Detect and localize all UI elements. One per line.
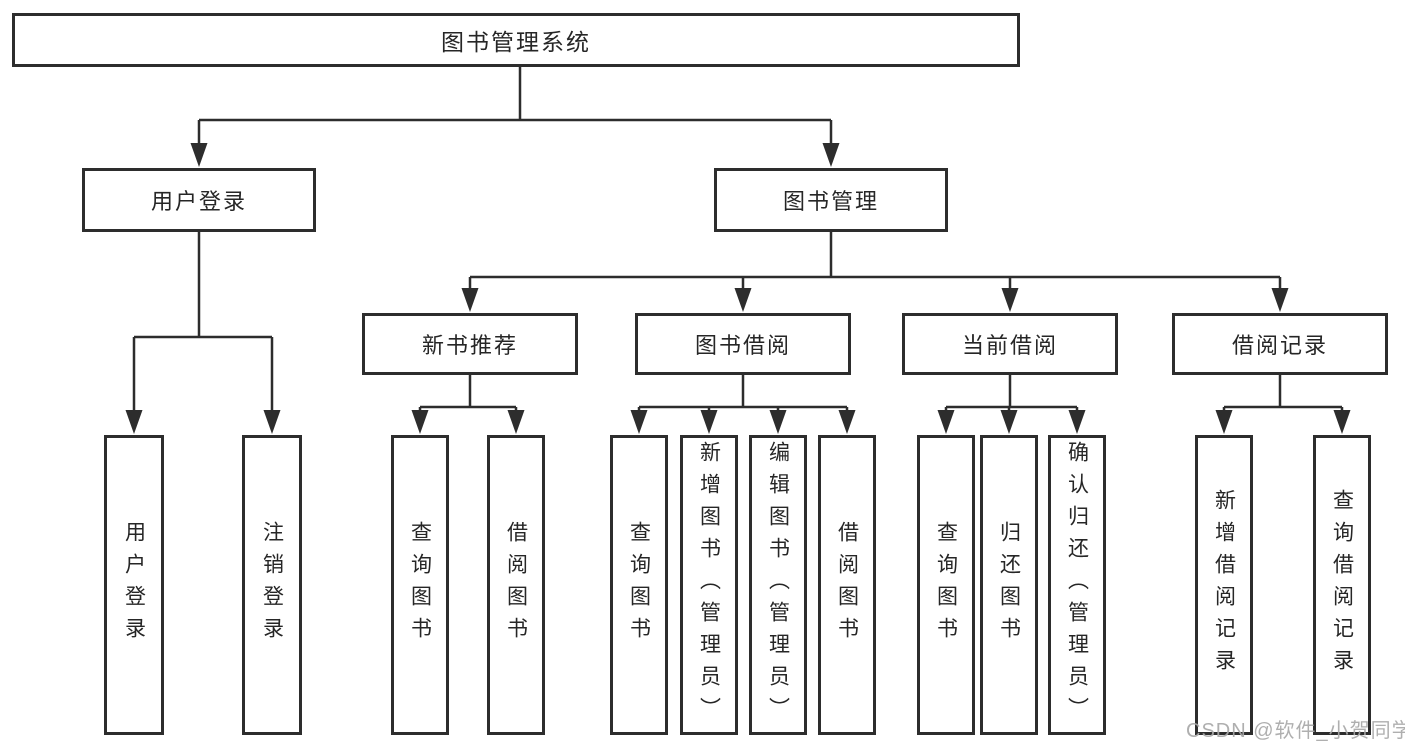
leaf-nb-borrow-book: 借阅图书 xyxy=(487,435,545,735)
leaf-label: 注销登录 xyxy=(260,521,284,649)
leaf-bb-edit-book-admin: 编辑图书（管理员） xyxy=(749,435,807,735)
leaf-cb-return-book: 归还图书 xyxy=(980,435,1038,735)
node-label: 当前借阅 xyxy=(961,333,1058,358)
leaf-label: 查询图书 xyxy=(627,521,651,649)
leaf-label: 用户登录 xyxy=(122,521,146,649)
watermark-text: CSDN @软件_小贺同学 xyxy=(1186,720,1405,742)
node-label: 借阅记录 xyxy=(1231,333,1328,358)
node-user-login: 用户登录 xyxy=(82,168,316,232)
node-library-system: 图书管理系统 xyxy=(12,13,1020,67)
leaf-label: 查询图书 xyxy=(934,521,958,649)
leaf-label: 查询借阅记录 xyxy=(1330,489,1354,681)
leaf-label: 查询图书 xyxy=(408,521,432,649)
leaf-label: 借阅图书 xyxy=(835,521,859,649)
node-borrowing-records: 借阅记录 xyxy=(1172,313,1388,375)
node-current-borrowing: 当前借阅 xyxy=(902,313,1118,375)
node-label: 图书管理 xyxy=(782,189,879,214)
node-label: 图书借阅 xyxy=(694,333,791,358)
leaf-logout: 注销登录 xyxy=(242,435,302,735)
node-new-book-recommendation: 新书推荐 xyxy=(362,313,578,375)
leaf-cb-confirm-return-admin: 确认归还（管理员） xyxy=(1048,435,1106,735)
node-label: 图书管理系统 xyxy=(441,29,591,55)
leaf-label: 借阅图书 xyxy=(504,521,528,649)
leaf-bb-query-book: 查询图书 xyxy=(610,435,668,735)
leaf-label: 编辑图书（管理员） xyxy=(766,441,790,729)
leaf-label: 确认归还（管理员） xyxy=(1065,441,1089,729)
node-label: 用户登录 xyxy=(150,189,247,214)
leaf-bb-borrow-book: 借阅图书 xyxy=(818,435,876,735)
leaf-br-query-borrow-record: 查询借阅记录 xyxy=(1313,435,1371,735)
leaf-label: 新增图书（管理员） xyxy=(697,441,721,729)
leaf-label: 归还图书 xyxy=(997,521,1021,649)
leaf-cb-query-book: 查询图书 xyxy=(917,435,975,735)
leaf-bb-add-book-admin: 新增图书（管理员） xyxy=(680,435,738,735)
node-label: 新书推荐 xyxy=(421,333,518,358)
leaf-user-login: 用户登录 xyxy=(104,435,164,735)
node-book-management: 图书管理 xyxy=(714,168,948,232)
leaf-br-add-borrow-record: 新增借阅记录 xyxy=(1195,435,1253,735)
leaf-label: 新增借阅记录 xyxy=(1212,489,1236,681)
node-book-borrowing: 图书借阅 xyxy=(635,313,851,375)
leaf-nb-query-book: 查询图书 xyxy=(391,435,449,735)
